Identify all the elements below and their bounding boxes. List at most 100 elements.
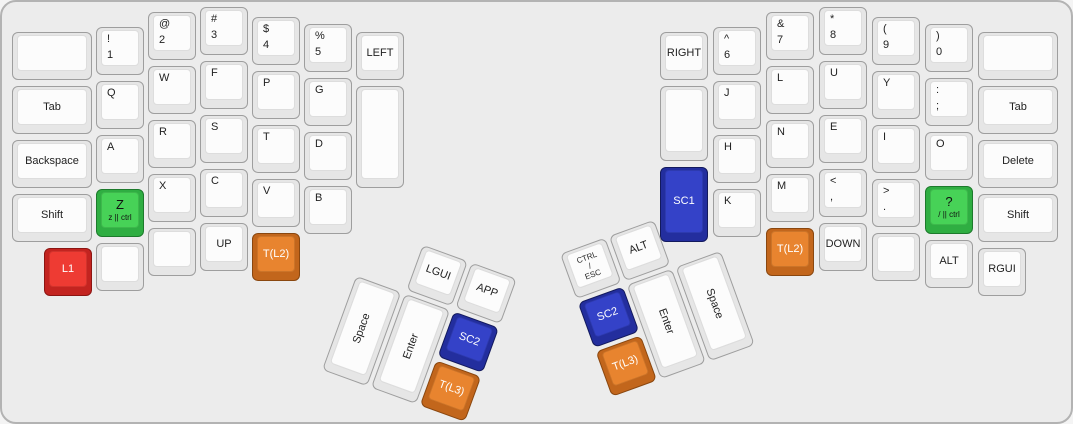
key-left[interactable]: LEFT (356, 32, 404, 80)
key-6[interactable]: ^6 (713, 27, 761, 75)
key-k[interactable]: K (713, 189, 761, 237)
key-t-l2-left[interactable]: T(L2) (252, 233, 300, 281)
key-label: Y (883, 77, 891, 89)
keycap-face: T(L2) (257, 236, 295, 272)
key-label: Enter (655, 306, 676, 336)
key-q[interactable]: Q (96, 81, 144, 129)
key-9[interactable]: (9 (872, 17, 920, 65)
key-label-secondary: 8 (830, 29, 837, 41)
key-y[interactable]: Y (872, 71, 920, 119)
key-1[interactable]: !1 (96, 27, 144, 75)
keycap-face (17, 35, 87, 71)
keycap-face: !1 (101, 30, 139, 66)
key-d[interactable]: D (304, 132, 352, 180)
key-label: A (107, 141, 115, 153)
key-shift-right[interactable]: Shift (978, 194, 1058, 242)
key-blank-r0-tall[interactable] (660, 86, 708, 161)
keycap-face: V (257, 182, 295, 218)
key-sc1[interactable]: SC1 (660, 167, 708, 242)
keycap-face: B (309, 189, 347, 225)
key-t[interactable]: T (252, 125, 300, 173)
key-label: SC2 (595, 304, 620, 324)
key-r[interactable]: R (148, 120, 196, 168)
key-alt-right[interactable]: ALT (925, 240, 973, 288)
key-t-l2-right[interactable]: T(L2) (766, 228, 814, 276)
key-w[interactable]: W (148, 66, 196, 114)
key-up[interactable]: UP (200, 223, 248, 271)
keycap-face: D (309, 135, 347, 171)
key-a[interactable]: A (96, 135, 144, 183)
key-label: T (263, 131, 270, 143)
key-p[interactable]: P (252, 71, 300, 119)
key-c[interactable]: C (200, 169, 248, 217)
key-blank-l0[interactable] (12, 32, 92, 80)
key-x[interactable]: X (148, 174, 196, 222)
key-label: I (883, 131, 887, 143)
key-4[interactable]: $4 (252, 17, 300, 65)
key-delete[interactable]: Delete (978, 140, 1058, 188)
key-label-secondary: 0 (936, 46, 943, 58)
key-l[interactable]: L (766, 66, 814, 114)
key-label: D (315, 138, 323, 150)
key-label: Delete (1002, 154, 1034, 167)
key-o[interactable]: O (925, 132, 973, 180)
key-blank-l2[interactable] (148, 228, 196, 276)
key-blank-l6-tall[interactable] (356, 86, 404, 188)
keycap-face: S (205, 118, 243, 154)
key-e[interactable]: E (819, 115, 867, 163)
key-semicolon[interactable]: :; (925, 78, 973, 126)
key-m[interactable]: M (766, 174, 814, 222)
key-period[interactable]: >. (872, 179, 920, 227)
key-t-l3-left[interactable]: T(L3) (419, 360, 482, 422)
key-label: LEFT (366, 46, 394, 59)
key-8[interactable]: *8 (819, 7, 867, 55)
key-comma[interactable]: <, (819, 169, 867, 217)
key-blank-l1[interactable] (96, 243, 144, 291)
key-rgui[interactable]: RGUI (978, 248, 1026, 296)
keycap-face: @2 (153, 15, 191, 51)
keycap-face: Shift (17, 197, 87, 233)
key-f[interactable]: F (200, 61, 248, 109)
key-g[interactable]: G (304, 78, 352, 126)
keycap-face: O (930, 135, 968, 171)
key-j[interactable]: J (713, 81, 761, 129)
keycap-face: N (771, 123, 809, 159)
key-right[interactable]: RIGHT (660, 32, 708, 80)
key-shift-left[interactable]: Shift (12, 194, 92, 242)
keycap-face: F (205, 64, 243, 100)
key-label: W (159, 72, 170, 84)
key-slash-ctrl[interactable]: ?/ || ctrl (925, 186, 973, 234)
key-3[interactable]: #3 (200, 7, 248, 55)
key-label: T(L2) (262, 247, 290, 260)
key-0[interactable]: )0 (925, 24, 973, 72)
key-label: G (315, 84, 324, 96)
key-tab-right[interactable]: Tab (978, 86, 1058, 134)
key-7[interactable]: &7 (766, 12, 814, 60)
key-down[interactable]: DOWN (819, 223, 867, 271)
key-2[interactable]: @2 (148, 12, 196, 60)
key-backspace[interactable]: Backspace (12, 140, 92, 188)
keycap-face: Tab (17, 89, 87, 125)
key-b[interactable]: B (304, 186, 352, 234)
key-s[interactable]: S (200, 115, 248, 163)
key-label: UP (216, 237, 232, 250)
keycap-face: R (153, 123, 191, 159)
key-h[interactable]: H (713, 135, 761, 183)
key-l1[interactable]: L1 (44, 248, 92, 296)
keycap-face: J (718, 84, 756, 120)
key-tab-left[interactable]: Tab (12, 86, 92, 134)
keycap-face: ALT (930, 243, 968, 279)
keycap-face: SC2 (583, 290, 632, 338)
key-blank-r4[interactable] (872, 233, 920, 281)
key-label: LGUI (424, 262, 453, 283)
key-5[interactable]: %5 (304, 24, 352, 72)
key-label: Shift (40, 208, 63, 221)
key-label: Tab (43, 100, 61, 113)
key-v[interactable]: V (252, 179, 300, 227)
key-i[interactable]: I (872, 125, 920, 173)
key-blank-r6[interactable] (978, 32, 1058, 80)
key-label: ( (883, 23, 887, 35)
key-u[interactable]: U (819, 61, 867, 109)
key-n[interactable]: N (766, 120, 814, 168)
